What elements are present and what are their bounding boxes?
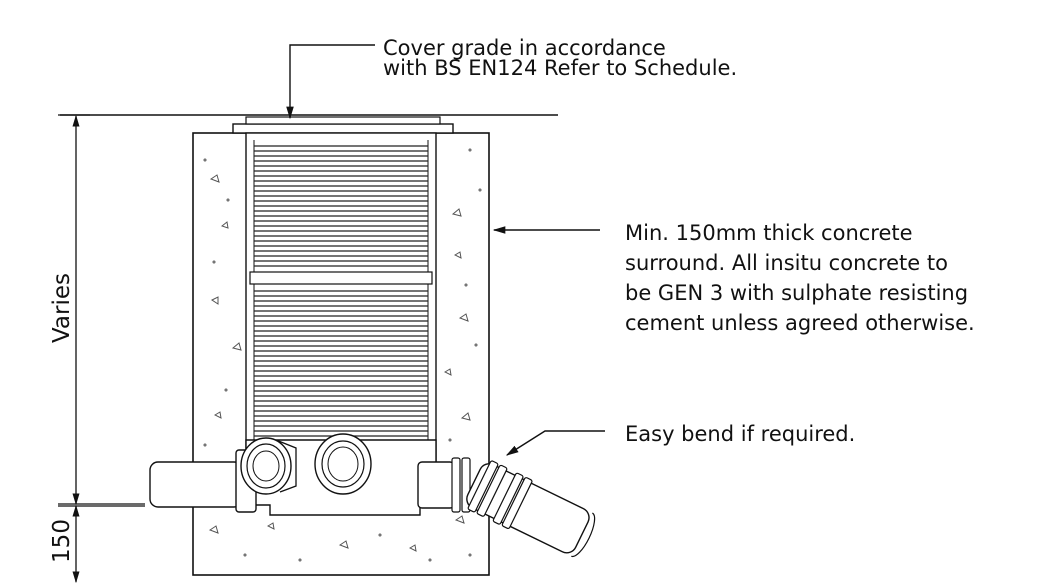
cover-lid [245,116,441,125]
left-pipe [149,461,243,508]
concrete-note-line-4: cement unless agreed otherwise. [625,311,975,335]
dimension-150 [58,504,145,584]
concrete-note-line-1: Min. 150mm thick concrete [625,221,913,245]
right-outlet [417,461,455,509]
concrete-note-line-3: be GEN 3 with sulphate resisting [625,281,969,305]
leader-lines [286,44,605,456]
varies-dimension-label: Varies [49,272,75,344]
base-dimension-label: 150 [49,519,75,563]
dimension-varies [58,114,145,506]
cover-grade-line-1: Cover grade in accordance [383,36,666,60]
concrete-aggregate [203,148,482,562]
cover-grade-note: Cover grade in accordance with BS EN124 … [383,36,738,80]
easy-bend-note: Easy bend if required. [625,422,856,446]
concrete-note-line-2: surround. All insitu concrete to [625,251,948,275]
cover-grade-line-2: with BS EN124 Refer to Schedule. [383,56,738,80]
riser-joint [249,271,433,285]
concrete-surround-note: Min. 150mm thick concrete surround. All … [625,218,975,338]
easy-bend-pipe [466,460,596,558]
chamber-riser [245,132,437,464]
cover-frame [232,123,454,134]
angled-inlet [240,437,297,495]
centre-socket [314,433,372,495]
riser-ribs [254,145,428,437]
